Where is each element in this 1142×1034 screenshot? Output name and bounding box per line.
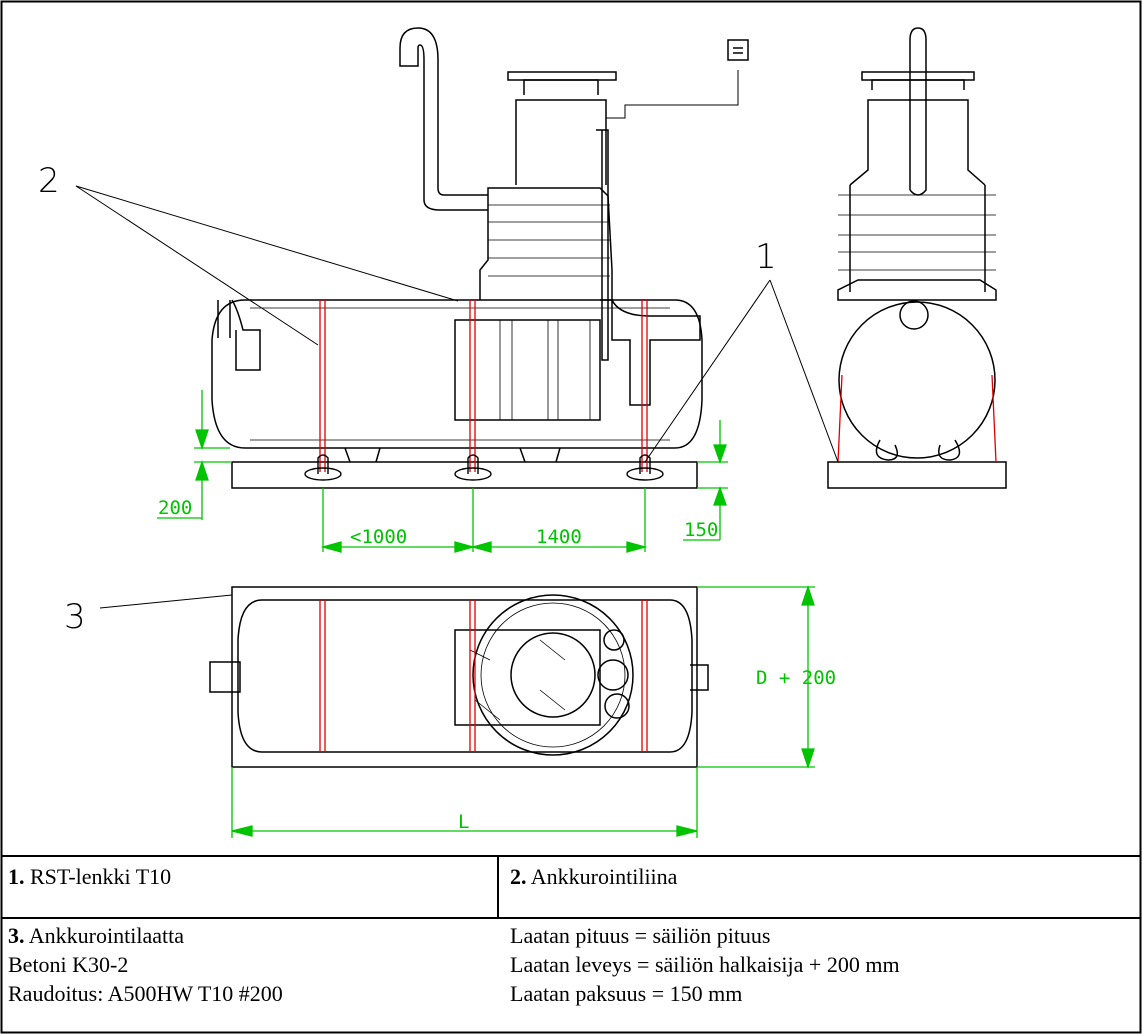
rst-loops <box>304 454 664 481</box>
legend-item-1-text: RST-lenkki T10 <box>24 864 172 889</box>
legend-item-1-number: 1. <box>8 864 25 889</box>
anchor-straps-side <box>319 300 648 472</box>
spec-thickness: Laatan paksuus = 150 mm <box>510 981 743 1006</box>
dim-length: L <box>458 811 469 833</box>
callout-2: 2 <box>38 161 60 201</box>
end-view <box>827 27 1007 489</box>
spec-length: Laatan pituus = säiliön pituus <box>510 923 771 948</box>
top-view <box>209 586 709 768</box>
dim-150: 150 <box>684 519 718 541</box>
dim-spacing-left: <1000 <box>350 526 407 548</box>
dimension-lines <box>194 390 815 838</box>
anchor-straps-end <box>837 374 997 463</box>
callout-3: 3 <box>64 597 86 637</box>
legend-item-3-number: 3. <box>8 923 25 948</box>
legend-item-3-text: Ankkurointilaatta <box>24 923 184 948</box>
legend-item-3-title: 3. Ankkurointilaatta <box>8 921 496 950</box>
legend-item-2-number: 2. <box>510 864 527 889</box>
side-view <box>211 27 749 489</box>
callout-leaders <box>75 185 839 609</box>
dim-width: D + 200 <box>756 667 836 689</box>
callout-1: 1 <box>755 237 777 277</box>
anchor-straps-top <box>319 600 648 752</box>
legend-item-2: 2. Ankkurointiliina <box>510 862 1130 891</box>
legend-item-3-concrete: Betoni K30-2 <box>8 952 129 977</box>
dim-spacing-right: 1400 <box>536 526 582 548</box>
legend-item-3-reinforcement: Raudoitus: A500HW T10 #200 <box>8 981 283 1006</box>
legend-item-2-text: Ankkurointiliina <box>526 864 678 889</box>
legend-item-3: 3. Ankkurointilaatta Betoni K30-2 Raudoi… <box>8 921 496 1008</box>
legend-item-1: 1. RST-lenkki T10 <box>8 862 496 891</box>
slab-specs: Laatan pituus = säiliön pituus Laatan le… <box>510 921 1138 1008</box>
dim-200: 200 <box>158 497 192 519</box>
dimension-underlines <box>157 517 720 541</box>
spec-width: Laatan leveys = säiliön halkaisija + 200… <box>510 952 900 977</box>
